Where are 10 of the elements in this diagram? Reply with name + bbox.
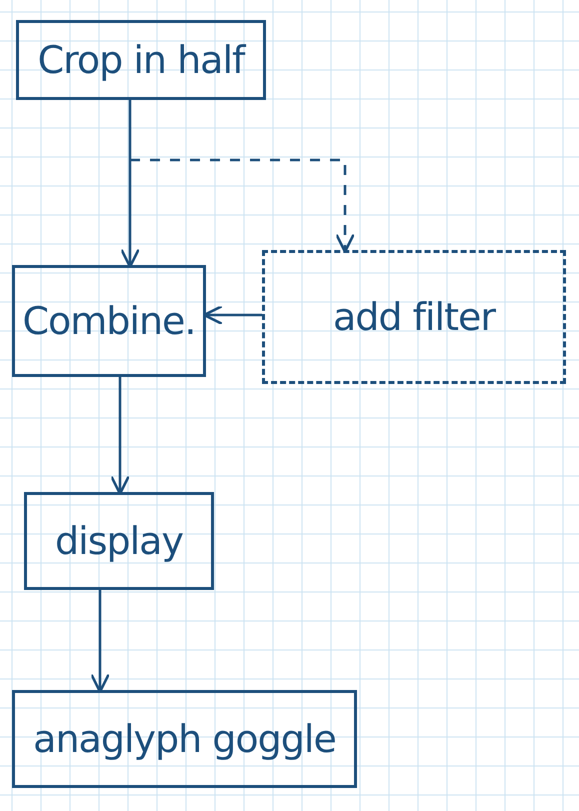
process-box <box>12 265 206 377</box>
box-label: display <box>55 519 183 563</box>
dashed-process-box <box>262 250 566 384</box>
box-label: add filter <box>332 295 495 339</box>
process-box <box>16 20 266 100</box>
process-box <box>12 690 357 788</box>
box-label: anaglyph goggle <box>33 717 336 761</box>
process-box <box>24 492 214 590</box>
box-label: Combine. <box>22 299 196 343</box>
box-label: Crop in half <box>38 38 244 82</box>
